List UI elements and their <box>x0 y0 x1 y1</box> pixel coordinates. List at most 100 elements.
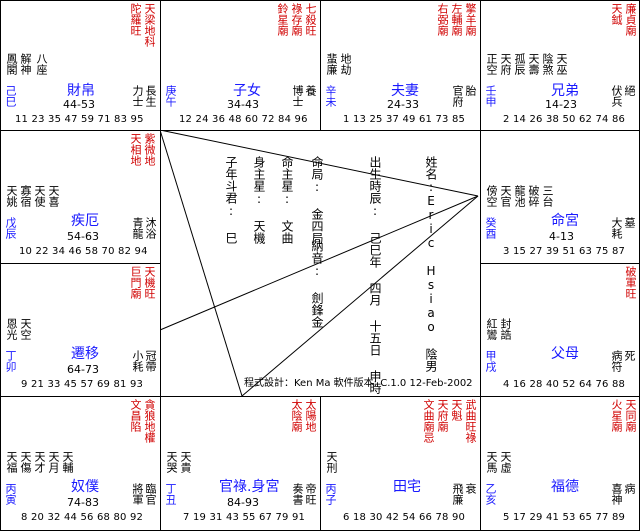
palace-mao[interactable]: 天機旺 巨門廟 恩光 天空 丁卯 遷移 小耗 冠帶 64-73 9 21 33 … <box>0 263 161 397</box>
star-main: 天鉞 <box>610 3 623 25</box>
star-main: 天機旺 <box>143 266 156 299</box>
star-minor: 地劫 <box>339 53 352 75</box>
age-range: 54-63 <box>67 230 99 243</box>
palace-stem: 戊辰 <box>4 217 17 239</box>
center-na-yin: 納音: 劍鋒金 <box>310 240 324 328</box>
palace-name: 遷移 <box>71 346 99 362</box>
star-minor: 臨官 <box>144 483 157 505</box>
star-main: 貪狼地權 <box>143 399 156 443</box>
year-list: 1 13 25 37 49 61 73 85 <box>343 114 466 125</box>
star-minor: 天福 <box>5 451 18 473</box>
star-minor: 天壽 <box>527 53 540 75</box>
palace-xu[interactable]: 破軍旺 紅鸞 封誥 甲戌 父母 病符 死 4 16 28 40 52 64 76… <box>480 263 640 397</box>
age-range: 74-83 <box>67 496 99 509</box>
palace-stem: 壬申 <box>484 85 497 107</box>
palace-yin[interactable]: 貪狼地權 文昌陷 天福 天傷 天才 天月 天輔 丙寅 奴僕 將軍 臨官 74-8… <box>0 396 161 531</box>
palace-stem: 丙子 <box>324 483 337 505</box>
star-main: 祿存廟 <box>290 3 303 36</box>
star-minor: 天府 <box>499 53 512 75</box>
star-minor: 小耗 <box>131 350 144 372</box>
star-minor: 鳳閣 <box>5 53 18 75</box>
star-main: 天府廟 <box>436 399 449 432</box>
palace-hai[interactable]: 天同廟 火星廟 天馬 天虛 乙亥 福德 喜神 病 5 17 29 41 53 6… <box>480 396 640 531</box>
palace-stem: 丁丑 <box>164 483 177 505</box>
star-minor: 力士 <box>131 85 144 107</box>
star-main: 天魁 <box>450 399 463 421</box>
center-shen-zhu: 身主星: 天機 <box>252 156 266 244</box>
age-range: 24-33 <box>387 98 419 111</box>
star-main: 火星廟 <box>610 399 623 432</box>
star-minor: 天虛 <box>499 451 512 473</box>
star-minor: 絕 <box>623 85 636 96</box>
star-main: 鈴星廟 <box>276 3 289 36</box>
star-minor: 破碎 <box>527 185 540 207</box>
star-main: 左輔廟 <box>450 3 463 36</box>
palace-zi[interactable]: 武曲旺祿 天魁 天府廟 文曲廟忌 天刑 丙子 田宅 飛廉 衰 6 18 30 4… <box>320 396 481 531</box>
star-minor: 長生 <box>144 85 157 107</box>
star-minor: 天使 <box>33 185 46 207</box>
palace-name: 疾厄 <box>71 213 99 229</box>
footer-credits: 程式設計：Ken Ma 軟件版本: C.1.0 12-Feb-2002 <box>244 378 473 389</box>
star-minor: 病符 <box>610 350 623 372</box>
palace-stem: 辛未 <box>324 85 337 107</box>
star-main: 七殺旺 <box>304 3 317 36</box>
palace-name: 子女 <box>233 83 261 99</box>
star-minor: 正空 <box>485 53 498 75</box>
star-main: 巨門廟 <box>129 266 142 299</box>
star-minor: 衰 <box>464 483 477 494</box>
age-range: 14-23 <box>545 98 577 111</box>
star-minor: 蜚廉 <box>325 53 338 75</box>
palace-you[interactable]: 傍空 天官 龍池 破碎 三台 癸酉 命宮 大耗 墓 4-13 3 15 27 3… <box>480 130 640 264</box>
palace-si[interactable]: 天梁地科 陀羅旺 鳳閣 解神 八座 己巳 財帛 力士 長生 44-53 11 2… <box>0 0 161 131</box>
star-minor: 病 <box>623 483 636 494</box>
star-minor: 天貴 <box>179 451 192 473</box>
palace-name: 福德 <box>551 479 579 495</box>
star-main: 天同廟 <box>624 399 637 432</box>
center-ming-zhu: 命主星: 文曲 <box>280 156 294 244</box>
star-minor: 天喜 <box>47 185 60 207</box>
palace-chou[interactable]: 太陽地 太陰廟 天哭 天貴 丁丑 官祿.身宮 奏書 帝旺 84-93 7 19 … <box>160 396 321 531</box>
star-minor: 天巫 <box>555 53 568 75</box>
star-minor: 龍池 <box>513 185 526 207</box>
star-minor: 官府 <box>451 85 464 107</box>
year-list: 5 17 29 41 53 65 77 89 <box>503 512 626 523</box>
year-list: 2 14 26 38 50 62 74 86 <box>503 114 626 125</box>
star-minor: 封誥 <box>499 318 512 340</box>
star-minor: 胎 <box>464 85 477 96</box>
star-minor: 帝旺 <box>304 483 317 505</box>
palace-stem: 丙寅 <box>4 483 17 505</box>
star-minor: 天姚 <box>5 185 18 207</box>
age-range: 44-53 <box>63 98 95 111</box>
star-minor: 青龍 <box>131 217 144 239</box>
palace-wei[interactable]: 擎羊廟 左輔廟 右弼廟 蜚廉 地劫 辛未 夫妻 官府 胎 24-33 1 13 … <box>320 0 481 131</box>
palace-chen[interactable]: 紫微地 天相地 天姚 寡宿 天使 天喜 戊辰 疾厄 青龍 沐浴 54-63 10… <box>0 130 161 264</box>
star-main: 紫微地 <box>143 133 156 166</box>
age-range: 34-43 <box>227 98 259 111</box>
palace-name: 田宅 <box>393 479 421 495</box>
palace-stem: 庚午 <box>164 85 177 107</box>
palace-name: 命宮 <box>551 213 579 229</box>
star-minor: 天輔 <box>61 451 74 473</box>
star-main: 破軍旺 <box>624 266 637 299</box>
year-list: 9 21 33 45 57 69 81 93 <box>21 379 144 390</box>
star-minor: 養 <box>304 85 317 96</box>
star-minor: 墓 <box>623 217 636 228</box>
palace-wu[interactable]: 七殺旺 祿存廟 鈴星廟 庚午 子女 博士 養 34-43 12 24 36 48… <box>160 0 321 131</box>
year-list: 8 20 32 44 56 68 80 92 <box>21 512 144 523</box>
star-minor: 天馬 <box>485 451 498 473</box>
palace-stem: 乙亥 <box>484 483 497 505</box>
palace-shen[interactable]: 廉貞廟 天鉞 正空 天府 孤辰 天壽 陰煞 天巫 壬申 兄弟 伏兵 絕 14-2… <box>480 0 640 131</box>
age-range: 84-93 <box>227 496 259 509</box>
star-minor: 寡宿 <box>19 185 32 207</box>
star-minor: 大耗 <box>610 217 623 239</box>
star-minor: 孤辰 <box>513 53 526 75</box>
center-dou-jun: 子年斗君: 巳 <box>224 156 238 244</box>
star-minor: 喜神 <box>610 483 623 505</box>
star-main: 廉貞廟 <box>624 3 637 36</box>
star-main: 文曲廟忌 <box>422 399 435 443</box>
star-main: 天相地 <box>129 133 142 166</box>
star-minor: 天刑 <box>325 451 338 473</box>
star-minor: 飛廉 <box>451 483 464 505</box>
